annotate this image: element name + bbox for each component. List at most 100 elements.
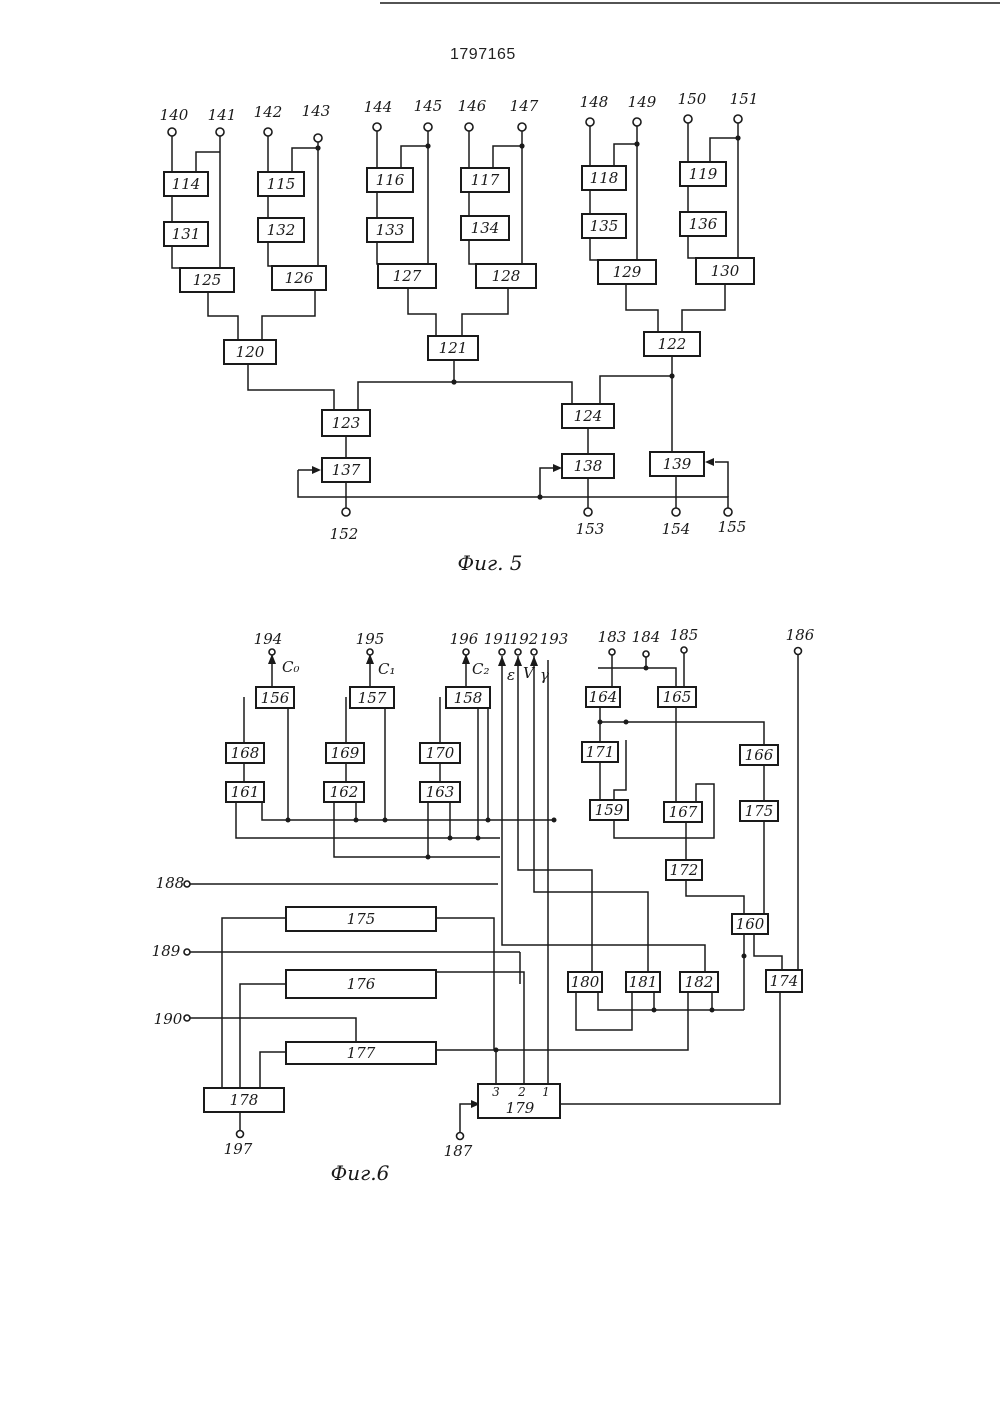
- block-124: 124: [562, 404, 614, 428]
- svg-text:163: 163: [426, 783, 455, 801]
- signal-c1: C₁: [378, 660, 396, 678]
- svg-text:167: 167: [669, 803, 698, 821]
- svg-text:137: 137: [332, 461, 361, 479]
- terminal-193: 193: [540, 630, 569, 648]
- svg-text:132: 132: [267, 221, 296, 239]
- terminal-153: 153: [576, 520, 605, 538]
- svg-text:118: 118: [590, 169, 619, 187]
- svg-text:168: 168: [231, 744, 260, 762]
- svg-text:119: 119: [689, 165, 718, 183]
- fig6-diagram: 156 157 158 168 169 170 161 162 163 164 …: [152, 626, 815, 1185]
- svg-text:165: 165: [663, 688, 692, 706]
- terminal-192: 192: [510, 630, 539, 648]
- terminal-195: 195: [356, 630, 385, 648]
- block-130: 130: [696, 258, 754, 284]
- terminal-197: 197: [224, 1140, 253, 1158]
- block-123: 123: [322, 410, 370, 436]
- svg-text:179: 179: [506, 1099, 535, 1117]
- block-121: 121: [428, 336, 478, 360]
- svg-text:164: 164: [589, 688, 618, 706]
- svg-text:127: 127: [393, 267, 422, 285]
- fig5-diagram: 114 131 125 115 132 126 116 133 127 117 …: [160, 90, 759, 575]
- block-119: 119: [680, 162, 726, 186]
- block-128: 128: [476, 264, 536, 288]
- block-126: 126: [272, 266, 326, 290]
- svg-text:175: 175: [745, 802, 774, 820]
- block-139: 139: [650, 452, 704, 476]
- svg-text:128: 128: [492, 267, 521, 285]
- svg-text:157: 157: [358, 689, 387, 707]
- block-161: 161: [226, 782, 264, 802]
- block-127: 127: [378, 264, 436, 288]
- terminal-147: 147: [510, 97, 539, 115]
- terminal-150: 150: [678, 90, 707, 108]
- terminal-190: 190: [154, 1010, 183, 1028]
- block-135: 135: [582, 214, 626, 238]
- svg-text:161: 161: [231, 783, 260, 801]
- block-181: 181: [626, 972, 660, 992]
- block-136: 136: [680, 212, 726, 236]
- block-117: 117: [461, 168, 509, 192]
- svg-text:172: 172: [670, 861, 699, 879]
- block-164: 164: [586, 687, 620, 707]
- terminal-144: 144: [364, 98, 393, 116]
- terminal-152: 152: [330, 525, 359, 543]
- block-157: 157: [350, 687, 394, 708]
- svg-text:180: 180: [571, 973, 600, 991]
- fig5-wires: [172, 123, 738, 508]
- fig6-blocks: 156 157 158 168 169 170 161 162 163 164 …: [204, 687, 802, 1118]
- block-159: 159: [590, 800, 628, 820]
- signal-gamma: γ: [540, 666, 549, 684]
- block-134: 134: [461, 216, 509, 240]
- terminal-183: 183: [598, 628, 627, 646]
- terminal-188: 188: [156, 874, 185, 892]
- svg-text:124: 124: [574, 407, 603, 425]
- block-116: 116: [367, 168, 413, 192]
- block-179: 179 3 2 1: [478, 1084, 560, 1118]
- fig6-caption: Фиг.6: [331, 1161, 390, 1185]
- block-175-right: 175: [740, 801, 778, 821]
- pin-3: 3: [492, 1085, 500, 1099]
- terminal-187: 187: [444, 1142, 473, 1160]
- block-118: 118: [582, 166, 626, 190]
- terminal-141: 141: [208, 106, 237, 124]
- block-120: 120: [224, 340, 276, 364]
- block-125: 125: [180, 268, 234, 292]
- signal-c2: C₂: [472, 660, 490, 678]
- svg-text:122: 122: [658, 335, 687, 353]
- block-170: 170: [420, 743, 460, 763]
- svg-text:121: 121: [439, 339, 468, 357]
- svg-text:169: 169: [331, 744, 360, 762]
- block-166: 166: [740, 745, 778, 765]
- block-175: 175: [286, 907, 436, 931]
- svg-text:117: 117: [471, 171, 500, 189]
- block-131: 131: [164, 222, 208, 246]
- terminal-146: 146: [458, 97, 487, 115]
- signal-epsilon: ε: [507, 666, 515, 684]
- svg-text:133: 133: [376, 221, 405, 239]
- svg-text:129: 129: [613, 263, 642, 281]
- block-180: 180: [568, 972, 602, 992]
- svg-text:156: 156: [261, 689, 290, 707]
- terminal-149: 149: [628, 93, 657, 111]
- pin-1: 1: [542, 1085, 550, 1099]
- block-132: 132: [258, 218, 304, 242]
- svg-text:162: 162: [330, 783, 359, 801]
- svg-text:123: 123: [332, 414, 361, 432]
- svg-text:125: 125: [193, 271, 222, 289]
- svg-text:166: 166: [745, 746, 774, 764]
- terminal-194: 194: [254, 630, 283, 648]
- block-172: 172: [666, 860, 702, 880]
- pin-2: 2: [517, 1085, 526, 1099]
- terminal-196: 196: [450, 630, 479, 648]
- block-129: 129: [598, 260, 656, 284]
- block-174: 174: [766, 970, 802, 992]
- svg-text:115: 115: [267, 175, 296, 193]
- svg-text:182: 182: [685, 973, 714, 991]
- block-163: 163: [420, 782, 460, 802]
- block-162: 162: [324, 782, 364, 802]
- terminal-143: 143: [302, 102, 331, 120]
- block-168: 168: [226, 743, 264, 763]
- terminal-142: 142: [254, 103, 283, 121]
